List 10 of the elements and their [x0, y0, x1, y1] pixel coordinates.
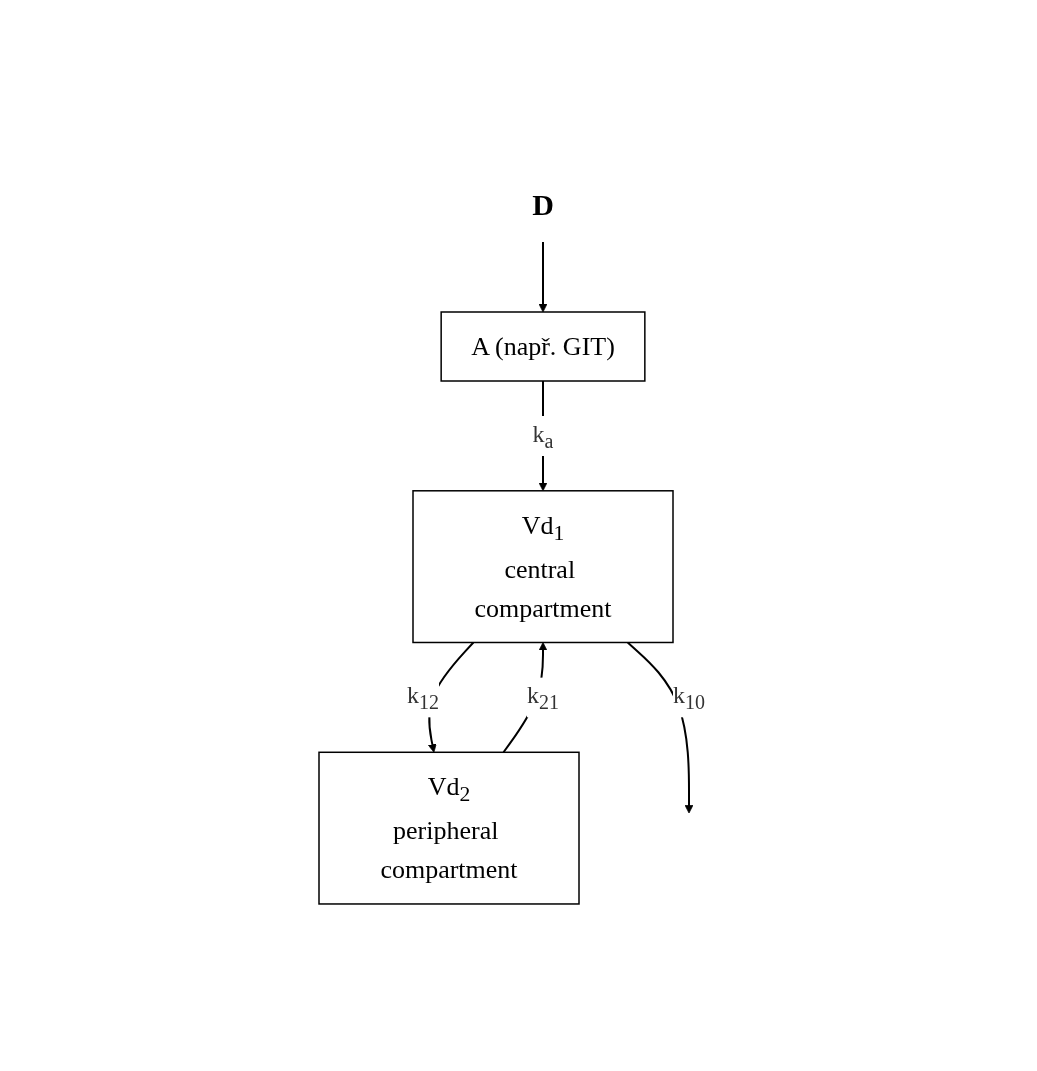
edge-label: k$_{a}$ [532, 421, 553, 452]
node-text: D [531, 188, 554, 222]
arrow [538, 241, 547, 313]
node-box: Vd$_{1}$ central compartment [411, 490, 674, 644]
edge-label: k$_{21}$ [526, 682, 559, 714]
node-box: Vd$_{2}$ peripheral compartment [317, 751, 580, 905]
edge-label: k$_{12}$ [406, 682, 439, 714]
edge-label: k$_{10}$ [672, 682, 705, 714]
node-box: A (např. GIT) [439, 311, 646, 382]
arrow [626, 641, 693, 814]
